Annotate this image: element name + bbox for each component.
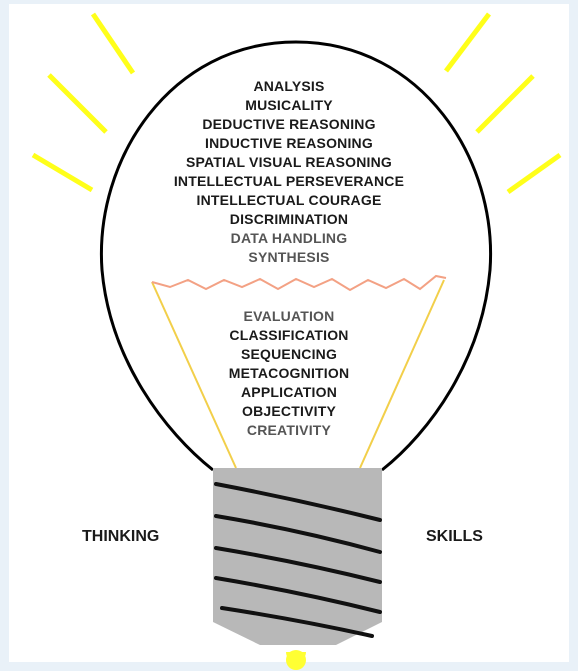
skill-label: APPLICATION <box>240 384 338 400</box>
skill-label: DATA HANDLING <box>230 230 348 246</box>
ray-right-middle <box>475 74 535 134</box>
ray-left-top <box>90 12 136 75</box>
ray-right-bottom <box>506 152 562 195</box>
screw-threads <box>214 482 382 638</box>
skill-label: INTELLECTUAL COURAGE <box>196 192 382 208</box>
skill-label: DISCRIMINATION <box>229 211 349 227</box>
filament-zigzag <box>151 274 447 292</box>
skill-label: ANALYSIS <box>253 78 325 94</box>
skill-label: SYNTHESIS <box>248 249 330 265</box>
ray-left-middle <box>47 73 108 134</box>
filament-wire-left <box>151 281 237 469</box>
screw-base <box>213 468 382 645</box>
skill-label: SPATIAL VISUAL REASONING <box>185 154 392 170</box>
rays-right <box>444 12 562 195</box>
thread-2 <box>214 514 382 554</box>
bulb-glass <box>99 40 493 472</box>
skill-label: INDUCTIVE REASONING <box>205 135 373 151</box>
skill-label: INTELLECTUAL PERSEVERANCE <box>173 173 405 189</box>
thread-1 <box>214 482 382 522</box>
skill-label: CREATIVITY <box>246 422 332 438</box>
skill-label: METACOGNITION <box>228 365 350 381</box>
skill-label: DEDUCTIVE REASONING <box>202 116 376 132</box>
skill-label: OBJECTIVITY <box>242 403 336 419</box>
thread-3 <box>214 546 382 584</box>
filament-wire-right <box>359 279 445 469</box>
skill-label: MUSICALITY <box>245 97 333 113</box>
skill-label: CLASSIFICATION <box>229 327 349 343</box>
thread-4 <box>214 576 382 614</box>
skills-label: SKILLS <box>426 528 483 545</box>
skill-label: EVALUATION <box>243 308 335 324</box>
bulb-tip-glow <box>286 650 306 670</box>
ray-right-top <box>444 12 491 73</box>
rays-left <box>31 12 136 193</box>
thinking-label: THINKING <box>82 528 160 545</box>
thread-5 <box>220 606 374 638</box>
ray-left-bottom <box>31 152 94 193</box>
skill-label: SEQUENCING <box>240 346 338 362</box>
